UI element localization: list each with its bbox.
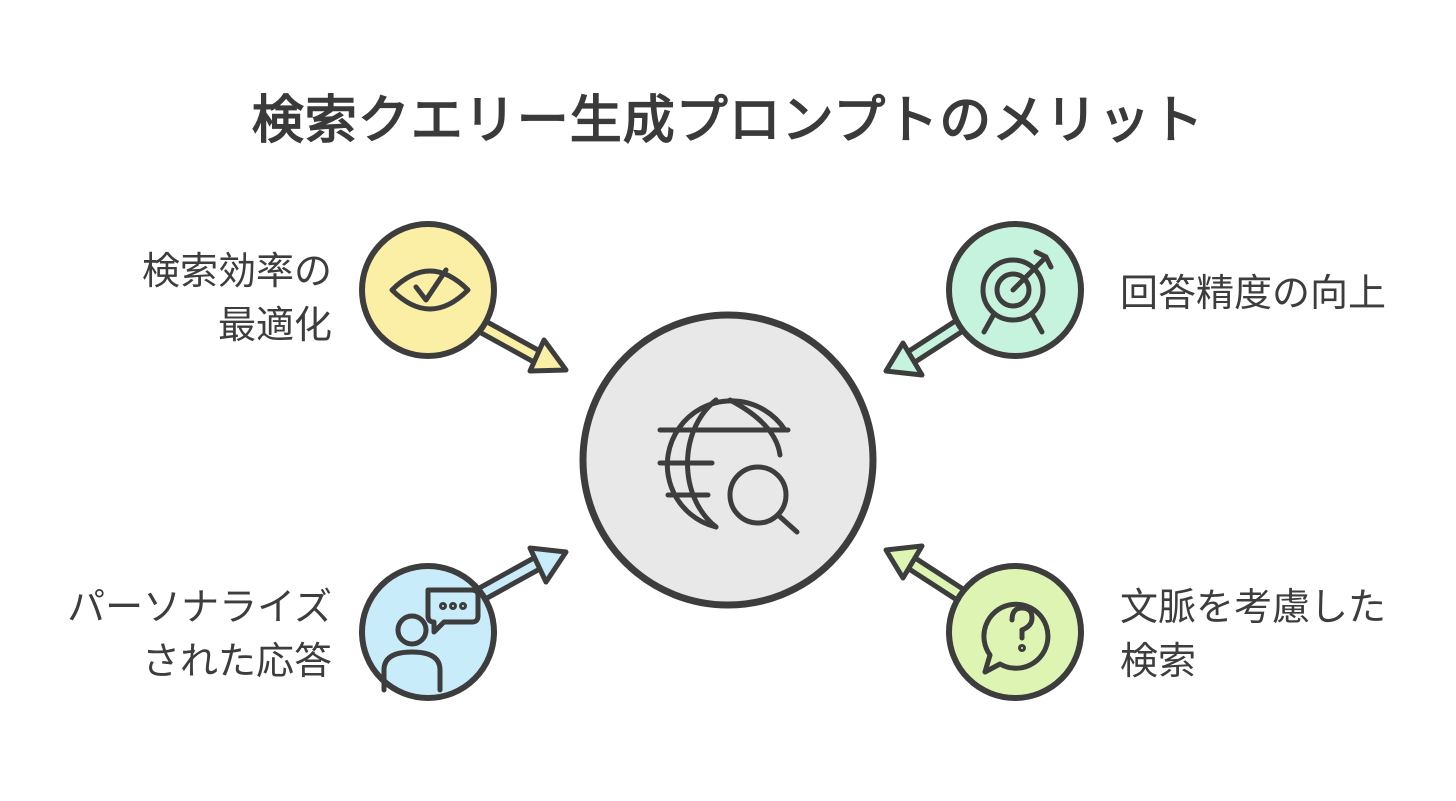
person-chat-icon xyxy=(381,587,481,693)
label-personalized: パーソナライズ された応答 xyxy=(67,585,332,683)
hub-node xyxy=(579,311,877,609)
eye-check-icon xyxy=(389,267,471,312)
connector-arrow-context xyxy=(883,543,969,605)
node-personalized xyxy=(359,545,569,701)
node-accuracy xyxy=(883,221,1084,378)
diagram-title: 検索クエリー生成プロンプトのメリット xyxy=(251,91,1205,151)
globe-search-icon xyxy=(657,397,800,535)
label-context: 文脈を考慮した 検索 xyxy=(1120,585,1387,683)
connector-arrow-accuracy xyxy=(883,315,969,378)
hub-circle xyxy=(579,311,877,609)
node-context xyxy=(883,543,1084,701)
label-efficiency: 検索効率の 最適化 xyxy=(141,249,332,347)
question-bubble-icon xyxy=(981,601,1051,675)
connector-arrow-personalized xyxy=(471,545,569,605)
label-accuracy: 回答精度の向上 xyxy=(1120,271,1387,315)
target-icon xyxy=(980,249,1054,335)
connector-arrow-efficiency xyxy=(471,315,569,374)
node-efficiency xyxy=(359,221,569,374)
context-circle xyxy=(946,563,1084,701)
efficiency-circle xyxy=(359,221,497,359)
